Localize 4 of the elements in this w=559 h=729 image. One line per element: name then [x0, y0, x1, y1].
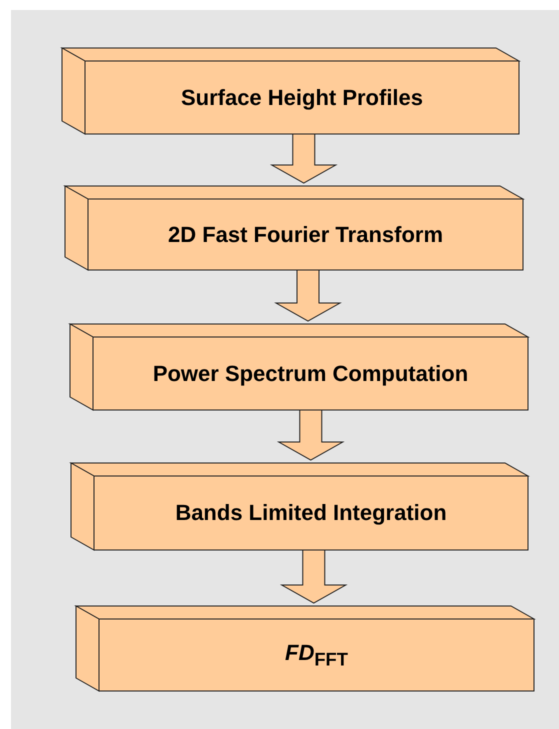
block-arrow	[280, 550, 348, 604]
block-arrow	[270, 134, 338, 184]
block-arrow	[274, 270, 342, 322]
block-arrow	[276, 410, 345, 461]
